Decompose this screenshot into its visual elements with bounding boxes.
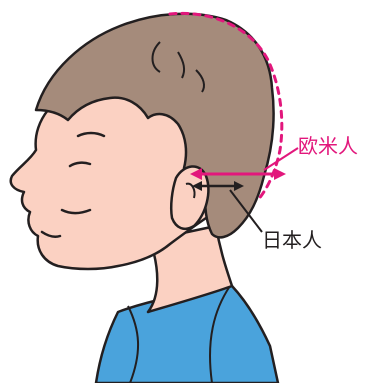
western-label: 欧米人 <box>298 134 358 158</box>
japanese-label: 日本人 <box>262 228 322 252</box>
